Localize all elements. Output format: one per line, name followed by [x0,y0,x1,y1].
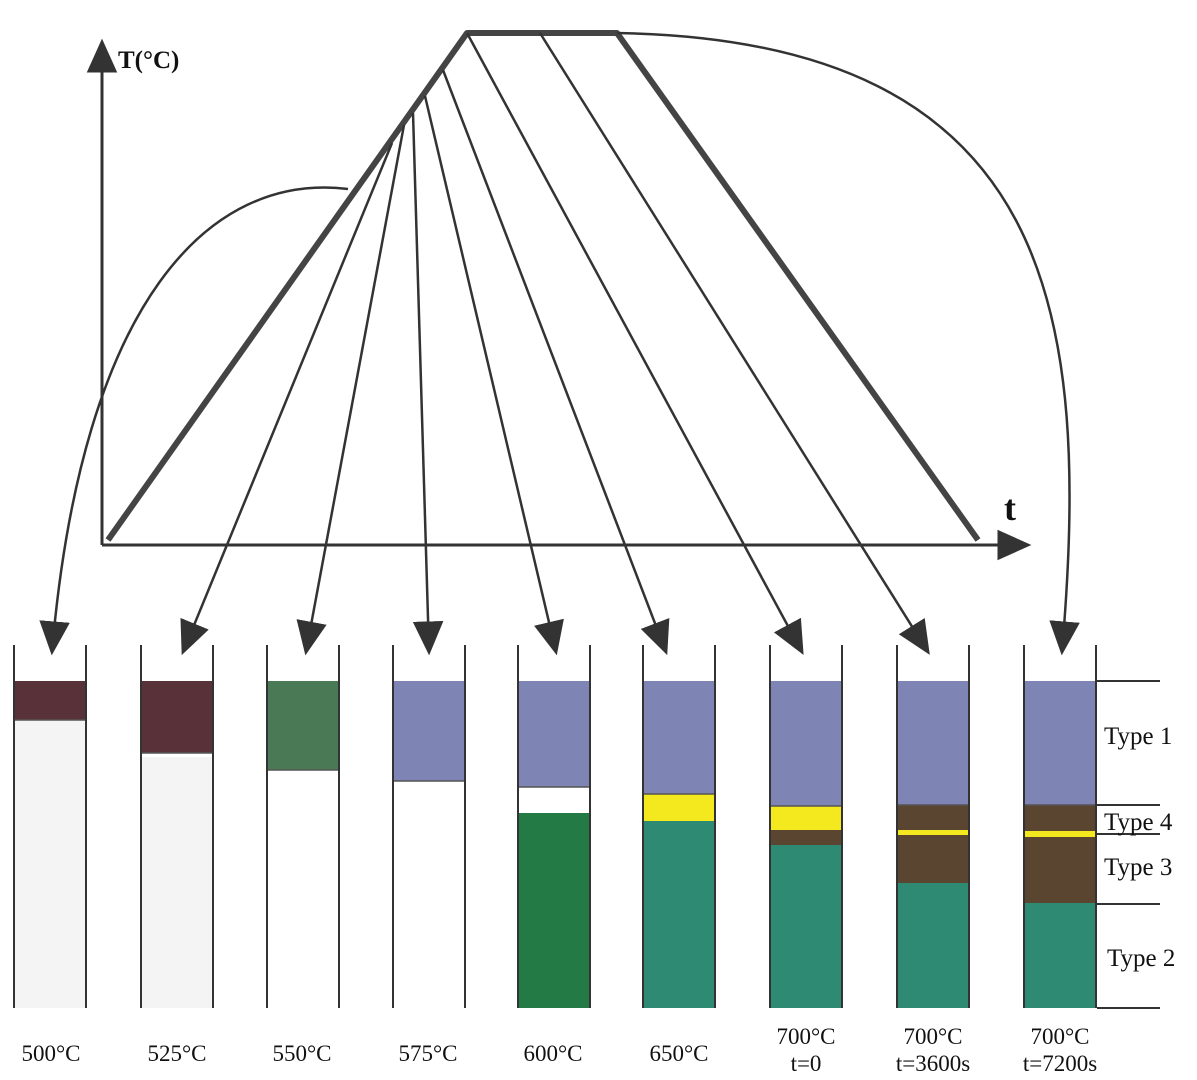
x-axis-label: t [1004,488,1016,528]
col-700C-t3600s [896,645,970,1008]
layer-type1 [393,681,465,781]
sample-label-t3600s: t=3600s [896,1051,970,1076]
sample-labels: 500°C 525°C 550°C 575°C 600°C 650°C 700°… [21,1024,1097,1076]
y-axis-label: T(°C) [118,47,179,74]
layer-type4 [643,794,715,821]
layer-type3 [897,805,969,830]
sample-label-t7200s: t=7200s [1023,1051,1097,1076]
layer-type2 [1024,903,1096,1008]
layer-white [393,781,465,1008]
layer-dark-oxide [141,681,213,753]
type-legend [1097,680,1160,1009]
arrow-500C [39,186,349,656]
layer-type4 [770,806,842,830]
layer-type1 [770,681,842,806]
layer-white [267,770,339,1008]
col-700C-t7200s [1023,645,1097,1008]
legend-type-4: Type 4 [1104,809,1173,836]
col-600C [517,645,591,1008]
sample-arrows [39,31,1080,656]
sample-label-575C: 575°C [398,1041,457,1066]
arrow-600C [423,95,564,656]
layer-type4 [897,830,969,835]
sample-label-t0: t=0 [791,1051,822,1076]
col-650C [642,645,716,1008]
layer-type1 [1024,681,1096,805]
arrow-650C [441,69,670,656]
legend-type-3: Type 3 [1104,854,1172,881]
layer-type1 [643,681,715,794]
arrow-525C [180,142,394,656]
arrow-700C-t0 [465,32,804,655]
arrow-575C [411,112,444,656]
layer-type4 [1024,831,1096,837]
sample-label-500C: 500°C [21,1041,80,1066]
arrow-550C [296,124,406,656]
layer-type1 [518,681,590,787]
layer-type2 [770,845,842,1008]
layer-type3 [1024,837,1096,903]
layer-type3 [897,835,969,883]
sample-label-700C-b: 700°C [903,1024,962,1049]
sample-label-650C: 650°C [649,1041,708,1066]
layer-type3 [1024,805,1096,831]
col-575C [392,645,466,1008]
arrow-700C-t7200s [616,31,1080,656]
layer-substrate-grey [141,757,213,1008]
col-525C [140,645,214,1008]
layer-type2 [897,883,969,1008]
col-550C [266,645,340,1008]
col-500C [13,645,87,1008]
temperature-profile [105,30,981,542]
layer-green-oxide [267,681,339,770]
layer-dark-oxide [14,681,86,720]
arrow-700C-t3600s [538,32,930,655]
layer-type2 [643,821,715,1008]
layer-substrate-grey [14,720,86,1008]
layer-type3 [770,830,842,845]
sample-columns [13,645,1097,1008]
col-700C-t0 [769,645,843,1008]
layer-deep-green [518,813,590,1008]
legend-type-2: Type 2 [1107,945,1175,972]
layer-type1 [897,681,969,805]
sample-label-700C-a: 700°C [776,1024,835,1049]
sample-label-550C: 550°C [272,1041,331,1066]
sample-label-525C: 525°C [147,1041,206,1066]
legend-type-1: Type 1 [1104,723,1172,750]
layer-white [518,787,590,813]
sample-label-700C-c: 700°C [1030,1024,1089,1049]
sample-label-600C: 600°C [523,1041,582,1066]
